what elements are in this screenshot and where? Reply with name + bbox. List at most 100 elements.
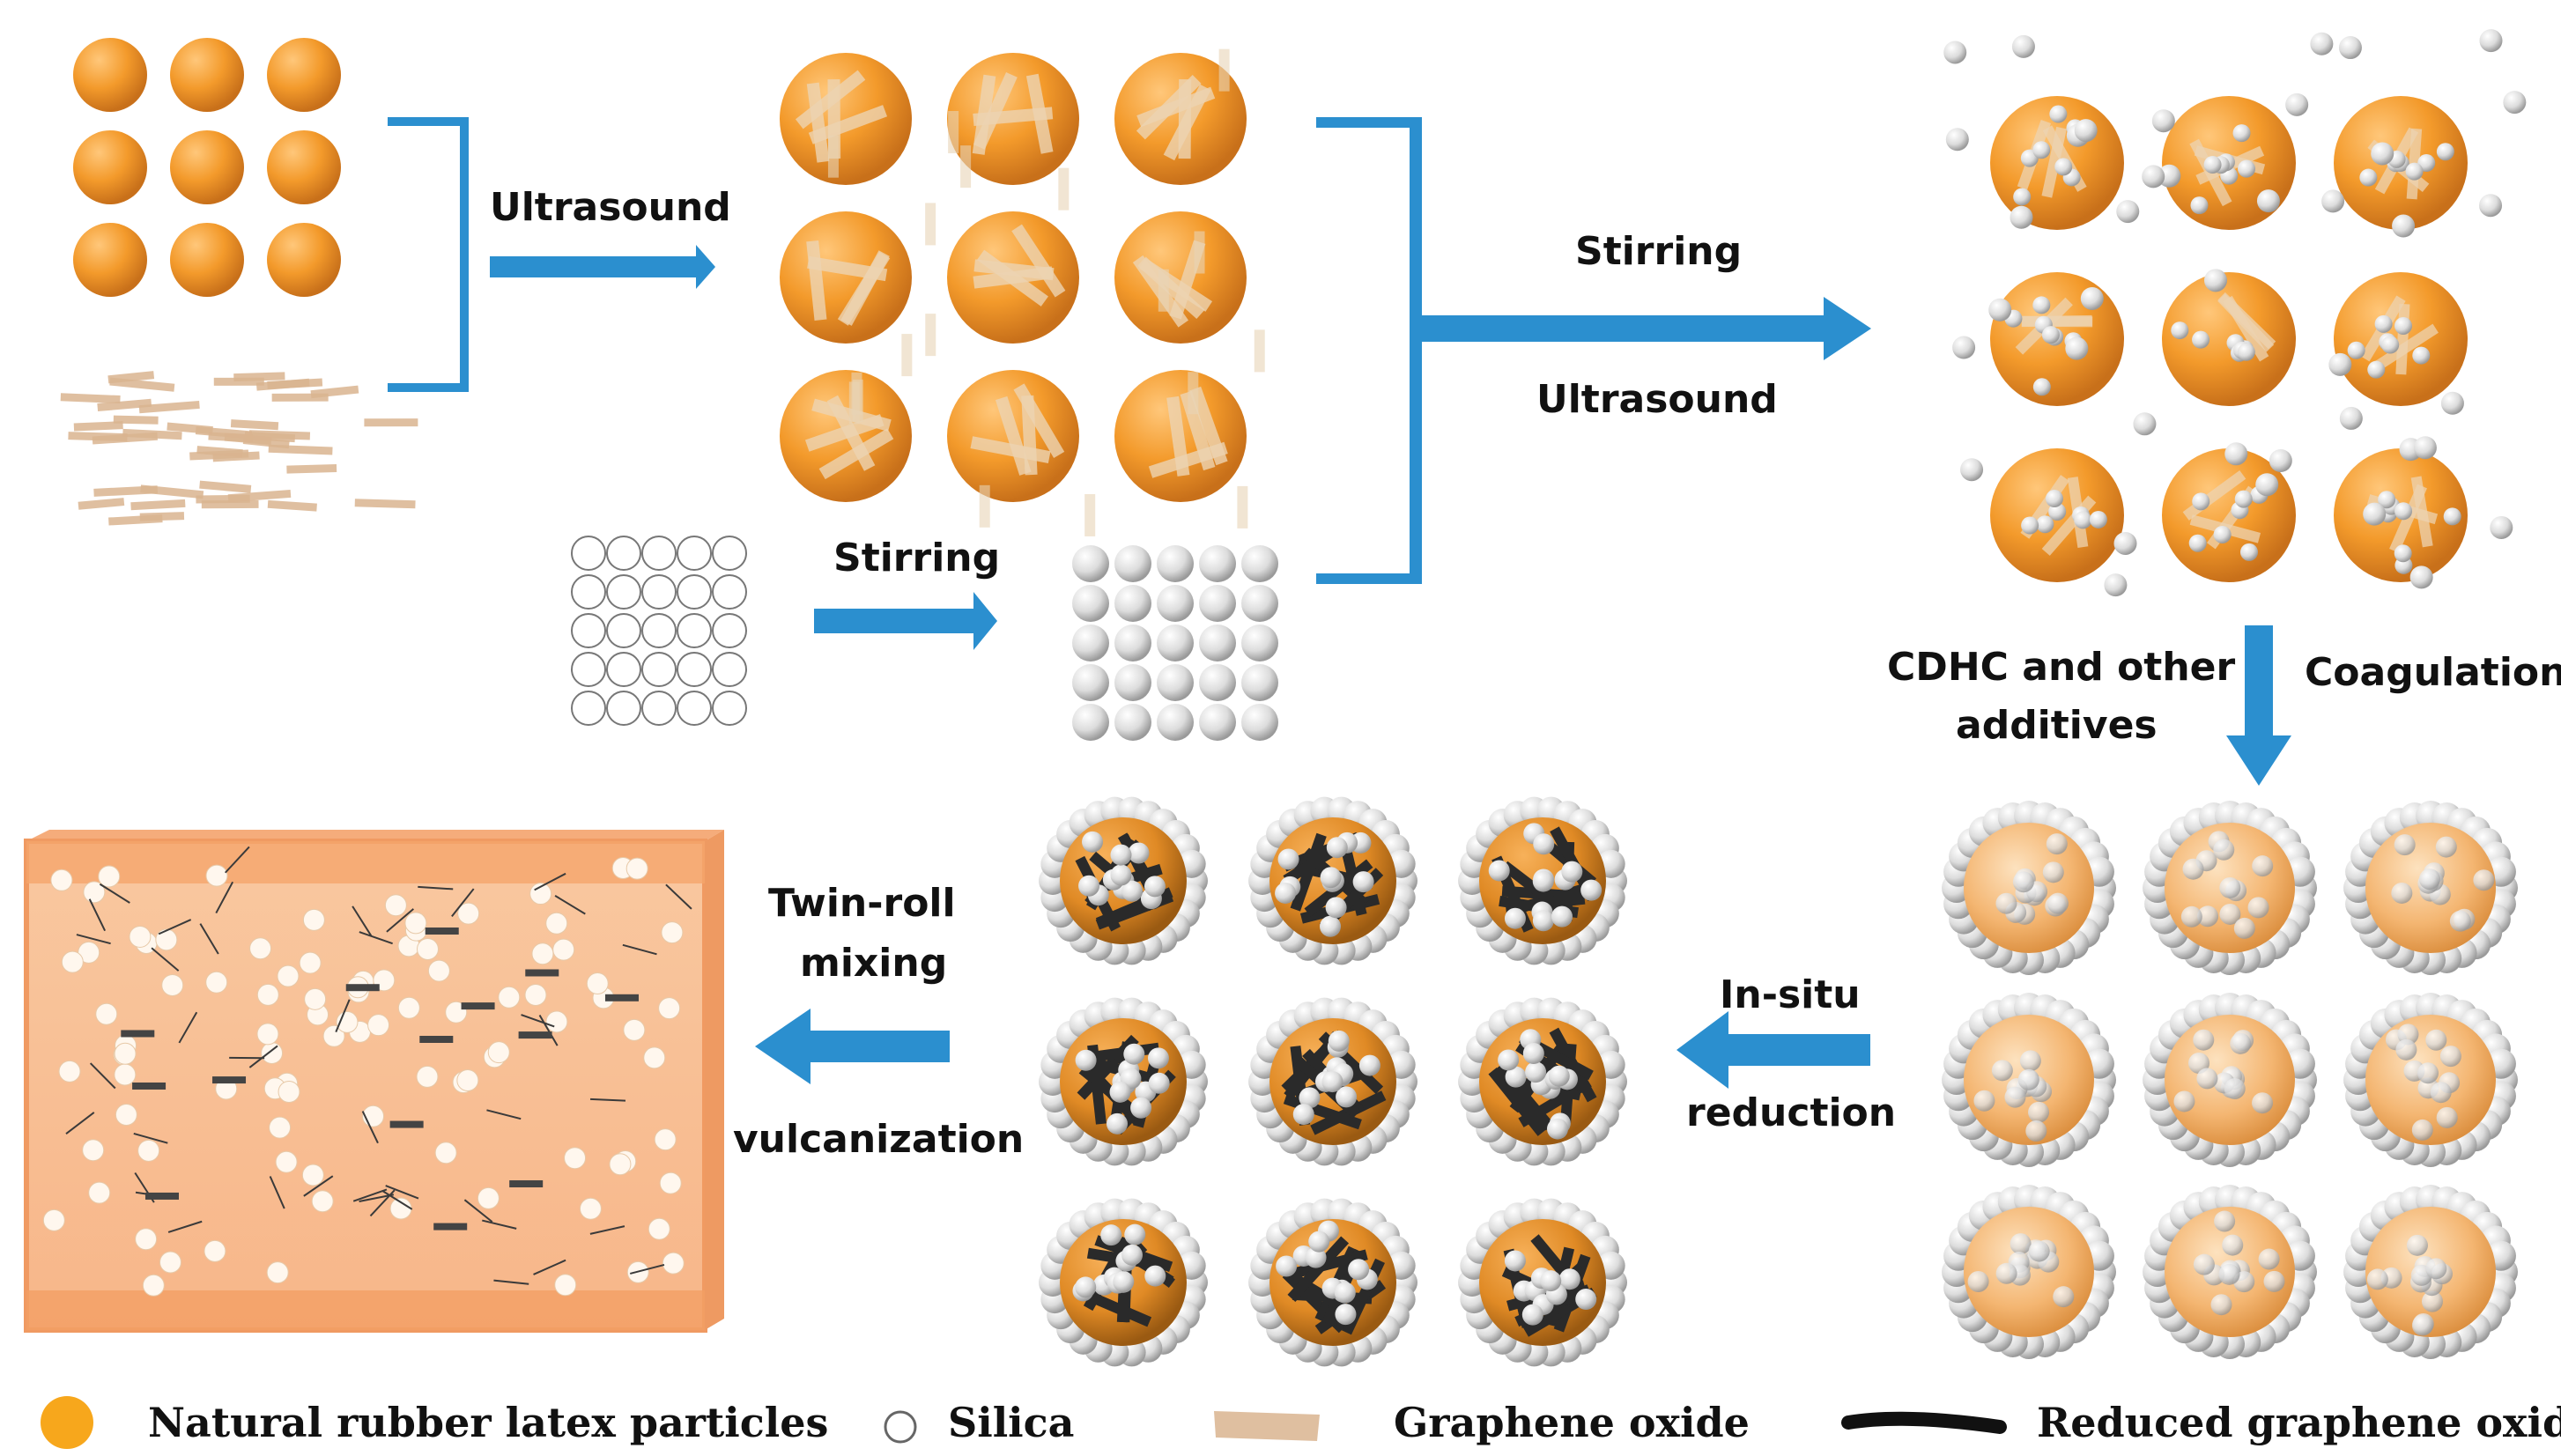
silica-sphere [1147,1047,1169,1069]
silica-sphere [2196,1068,2218,1090]
silica-sphere [1995,892,2017,914]
silica-outline [677,536,712,571]
silica-sphere [1241,545,1278,582]
latex-particle [170,130,244,204]
reduced-graphene-oxide-flake [359,1194,395,1202]
reduced-graphene-oxide-flake [418,885,454,891]
silica-outline [571,691,606,726]
reduced-graphene-oxide-flake [589,1225,625,1235]
silica-sphere [2310,32,2334,55]
reduced-graphene-oxide-flake [482,1219,517,1230]
silica-outline [606,536,641,571]
silica-sphere [1325,897,1347,919]
silica-sphere [2359,168,2378,187]
silica-sphere [2089,510,2107,528]
reduced-graphene-oxide-flake [225,846,250,874]
silica-sphere [2116,200,2140,224]
step-label-coagulation: Coagulation [2305,650,2561,695]
silica-sphere [2394,316,2412,335]
silica-sphere [1075,1276,1097,1298]
silica-sphere [2371,142,2394,166]
silica-sphere [2238,159,2256,178]
silica-sphere [1157,585,1194,622]
silica-sphere [2394,834,2416,856]
silica-sphere [1109,1081,1131,1103]
silica-outline [677,691,712,726]
silica-sphere [129,925,152,948]
silica-sphere [266,1261,289,1284]
latex-particle [170,223,244,297]
step-label-vulcanization: vulcanization [733,1117,1025,1162]
bracket-1 [388,117,469,392]
silica-sphere [2412,346,2431,365]
reduced-graphene-oxide-flake [335,999,351,1033]
silica-sphere [2218,1263,2240,1285]
silica-sphere [2347,341,2365,359]
go-coated-latex-group [780,48,1265,536]
silica-sphere [2503,91,2527,115]
silica-sphere [1335,1304,1357,1326]
silica-sphere [275,1150,298,1173]
silica-sphere [1100,1224,1122,1246]
silica-sphere [554,1274,577,1297]
arrow-twin-roll [755,1009,950,1084]
reduced-graphene-oxide-flake [178,1011,198,1044]
reduced-graphene-oxide-flake [604,994,639,1001]
reduced-graphene-oxide-flake [538,1015,559,1046]
graphene-oxide-flake [979,484,990,528]
silica-sphere [477,1186,500,1209]
silica-sphere [623,1018,646,1041]
silica-sphere [159,1251,181,1274]
graphene-oxide-flake [73,421,123,432]
latex-particle [170,38,244,112]
silica-sphere [1532,910,1554,932]
reduced-graphene-oxide-flake [518,1031,552,1039]
graphene-oxide-flake [113,415,159,425]
silica-sphere [205,971,228,994]
reduced-graphene-oxide-flake [212,1076,247,1084]
graphene-oxide-flake [107,371,155,384]
reduced-graphene-oxide-flake [451,888,475,918]
graphene-oxide-flake [1084,493,1096,536]
latex-particle [73,38,147,112]
silica-sphere [1334,1282,1356,1304]
graphene-oxide-flake [1237,485,1248,528]
silica-sphere [1945,128,1969,152]
silica-sphere [2418,868,2440,891]
graphene-oxide-flake [1218,48,1230,92]
legend-rgo-marker [1841,1411,2007,1434]
silica-sphere [1328,1030,1350,1052]
silica-sphere [2192,330,2210,349]
silica-sphere [1144,876,1166,898]
silica-sphere [2203,269,2227,292]
silica-sphere [2430,1082,2452,1104]
reduced-graphene-oxide-flake [215,881,234,914]
silica-sphere [1072,704,1109,741]
silica-sphere [2028,1101,2050,1123]
reduced-graphene-oxide-flake [521,1014,555,1028]
silica-sphere [61,950,84,973]
silica-sphere [311,1190,334,1213]
silica-sphere [1532,870,1554,892]
silica-sphere [1078,875,1100,897]
silica-sphere [2047,892,2069,914]
silica-outline [712,691,747,726]
silica-sphere [1110,864,1132,886]
silica-sphere [2479,194,2503,218]
silica-sphere [579,1197,602,1220]
latex-particle [73,223,147,297]
reduced-graphene-oxide-flake [345,984,380,992]
graphene-oxide-flake [364,418,418,427]
silica-sphere [2041,326,2060,344]
silica-sphere [2406,1234,2428,1256]
silica-sphere [304,987,327,1010]
silica-sphere [2339,406,2363,430]
latex-particles-group [73,38,341,297]
silica-sphere [2285,92,2309,116]
reduced-graphene-oxide-flake [145,1192,180,1200]
silica-sphere [1326,837,1348,859]
silica-outline [641,613,677,648]
step-label-stirring-2: Stirring [1575,229,1743,274]
silica-outline [641,691,677,726]
graphene-oxide-flake [973,107,1054,126]
